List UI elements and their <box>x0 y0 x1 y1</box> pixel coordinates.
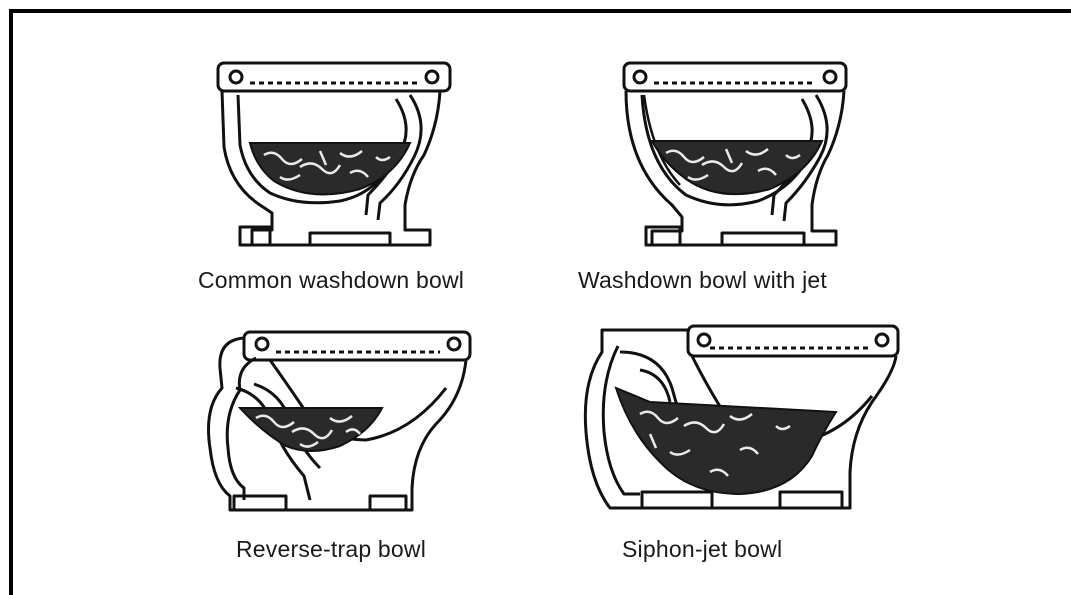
washdown-toilet-icon <box>200 55 460 295</box>
washdown-jet-toilet-icon <box>590 55 850 295</box>
reverse-trap-toilet-icon <box>200 328 480 528</box>
panel-washdown-bowl-with-jet: Washdown bowl with jet <box>590 55 850 295</box>
siphon-jet-toilet-icon <box>580 322 900 522</box>
caption-common-washdown-bowl: Common washdown bowl <box>198 267 464 294</box>
panel-siphon-jet-bowl: Siphon-jet bowl <box>580 322 900 588</box>
caption-reverse-trap-bowl: Reverse-trap bowl <box>236 536 426 563</box>
figure-frame <box>9 9 1071 595</box>
caption-siphon-jet-bowl: Siphon-jet bowl <box>622 536 782 563</box>
panel-common-washdown-bowl: Common washdown bowl <box>200 55 460 295</box>
panel-reverse-trap-bowl: Reverse-trap bowl <box>200 328 480 588</box>
caption-washdown-bowl-with-jet: Washdown bowl with jet <box>578 267 827 294</box>
